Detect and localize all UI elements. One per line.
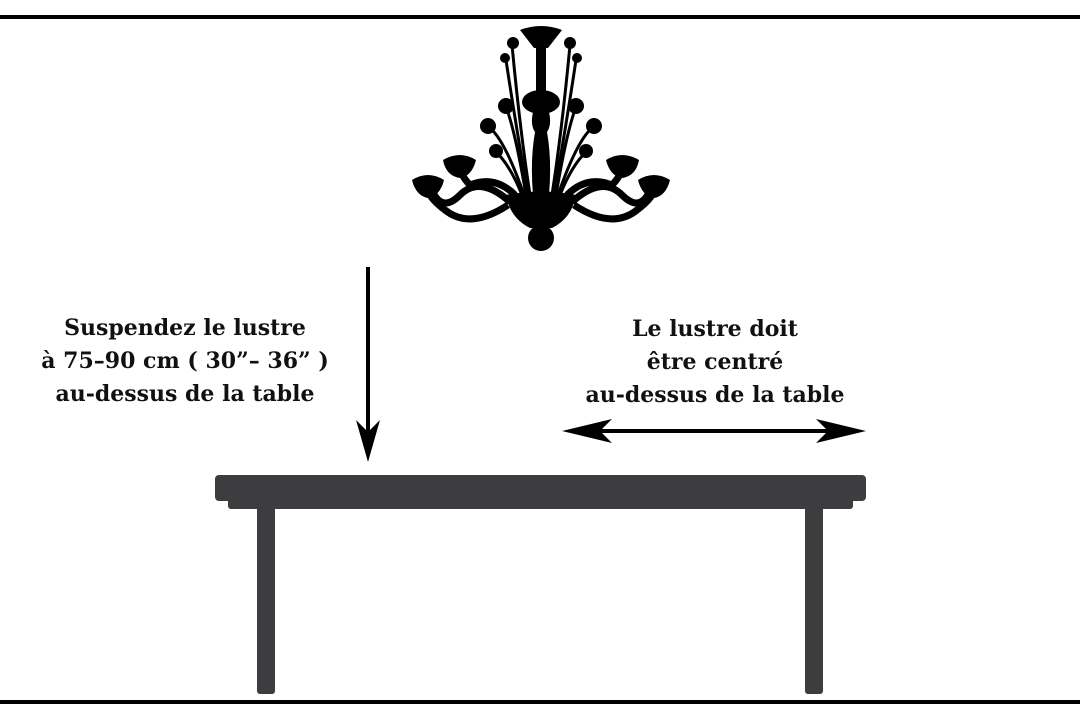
horizontal-center-arrow xyxy=(562,419,866,443)
note-line: Suspendez le lustre xyxy=(64,315,306,341)
note-line: être centré xyxy=(646,349,784,375)
hanging-height-note: Suspendez le lustre à 75–90 cm ( 30”– 36… xyxy=(30,312,340,411)
top-border xyxy=(0,15,1080,19)
chandelier-icon xyxy=(412,26,670,251)
note-line: au-dessus de la table xyxy=(55,381,315,407)
note-line: au-dessus de la table xyxy=(585,382,845,408)
note-line: Le lustre doit xyxy=(632,316,798,342)
bottom-border xyxy=(0,700,1080,704)
centering-note: Le lustre doit être centré au-dessus de … xyxy=(560,313,870,412)
note-line: à 75–90 cm ( 30”– 36” ) xyxy=(41,348,329,374)
vertical-distance-arrow xyxy=(356,267,380,462)
table-icon xyxy=(215,475,866,694)
